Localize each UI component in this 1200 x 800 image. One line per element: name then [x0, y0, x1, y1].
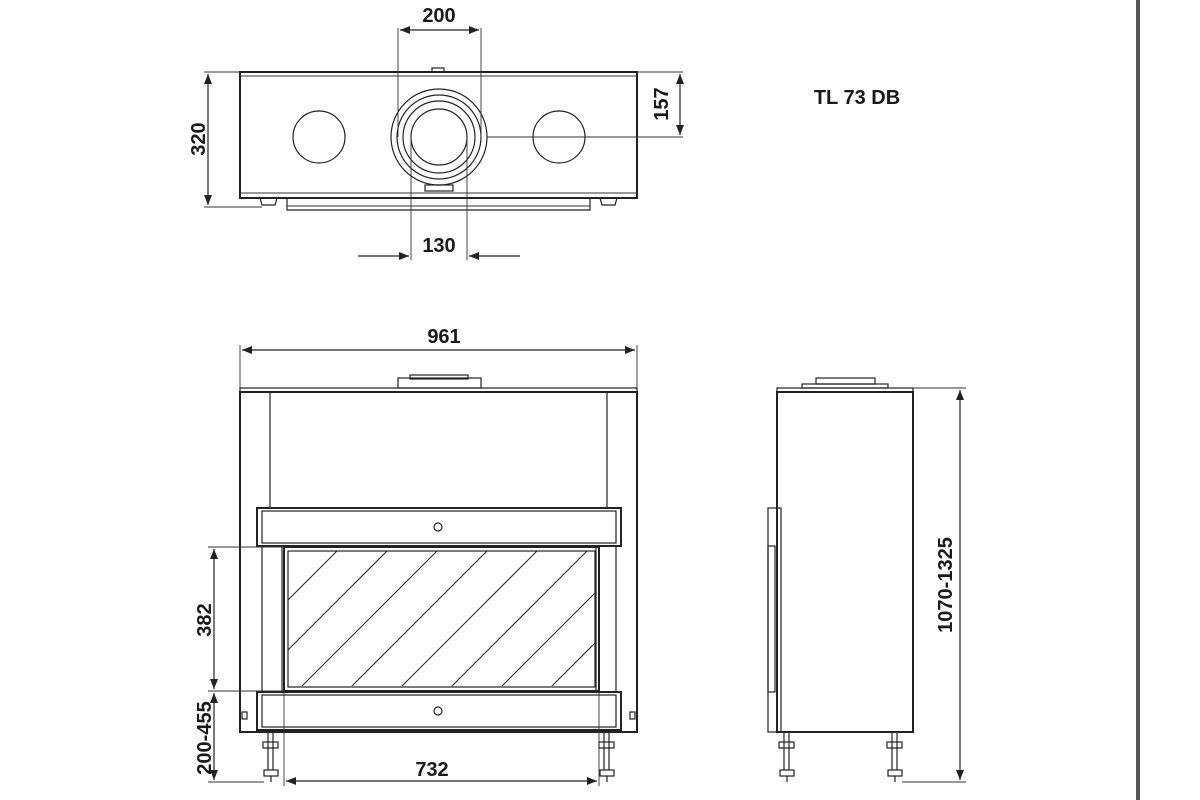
front-body — [239, 391, 638, 733]
upper-screw — [433, 522, 443, 532]
front-view: 961 — [194, 326, 638, 786]
flue-outlet — [390, 88, 488, 186]
side-body — [776, 391, 914, 733]
front-leg-right — [598, 732, 615, 782]
front-leg-left — [262, 732, 279, 782]
dim-200: 200 — [422, 5, 455, 27]
glass-hatching — [288, 551, 595, 686]
model-label: TL 73 DB — [814, 87, 900, 109]
dim-961: 961 — [427, 326, 460, 348]
dim-200-455: 200-455 — [194, 701, 216, 774]
dim-382: 382 — [194, 603, 216, 636]
dim-157: 157 — [651, 87, 673, 120]
dim-1070-1325: 1070-1325 — [935, 537, 957, 633]
dim-732: 732 — [415, 759, 448, 781]
lower-screw — [433, 706, 443, 716]
side-view: 1070-1325 — [767, 377, 966, 783]
dim-130: 130 — [422, 235, 455, 257]
dim-320: 320 — [188, 122, 210, 155]
side-leg-left — [778, 732, 795, 782]
top-view: 200 320 157 130 — [188, 5, 684, 260]
side-hole-left — [292, 110, 346, 164]
side-leg-right — [886, 732, 903, 782]
glass-panel — [283, 546, 600, 692]
